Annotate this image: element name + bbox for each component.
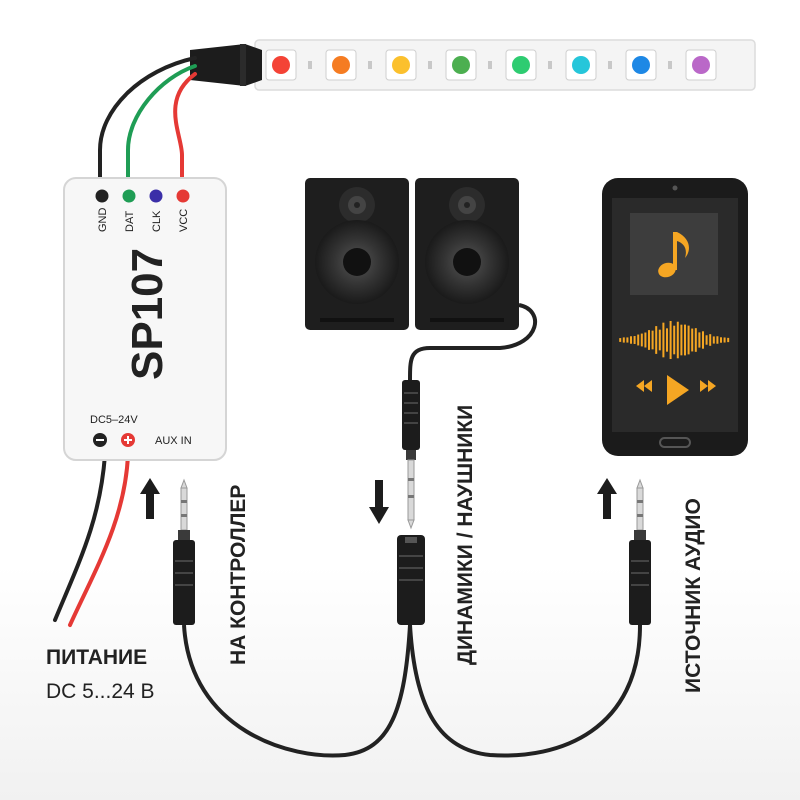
speaker-left: [305, 178, 409, 330]
power-title: ПИТАНИЕ: [46, 646, 147, 669]
source-plug: [629, 478, 651, 625]
sp107-controller: GND DAT CLK VCC SP107 DC5–24V AUX IN: [63, 177, 227, 461]
waveform-bar: [687, 325, 690, 355]
waveform-bar: [644, 332, 647, 348]
led-4: [445, 49, 477, 81]
audio-source-label: ИСТОЧНИК АУДИО: [682, 498, 705, 693]
power-input-label: DC5–24V: [90, 414, 138, 426]
waveform-bar: [691, 328, 694, 352]
waveform-bar: [630, 336, 632, 344]
waveform-bar: [651, 330, 654, 350]
waveform-bar: [666, 328, 668, 352]
waveform-bar: [626, 337, 629, 343]
pin-label: CLK: [151, 210, 163, 232]
led-2: [325, 49, 357, 81]
rewind-icon: [636, 380, 652, 392]
led-strip: [254, 39, 756, 91]
arrow-up-icon: [597, 478, 617, 519]
speaker-plug: [402, 380, 420, 530]
controller-plug: [173, 478, 195, 625]
arrow-up-icon: [140, 478, 160, 519]
waveform-bar: [658, 329, 661, 351]
waveform-bar: [727, 337, 730, 343]
pin-clk: CLK: [149, 189, 163, 232]
led-6: [565, 49, 597, 81]
fast-forward-icon: [700, 380, 716, 392]
strip-resistor: [428, 61, 432, 69]
minus-icon: [93, 433, 107, 447]
power-wires: [53, 453, 130, 627]
pin-label: DAT: [124, 211, 136, 232]
waveform-bar: [712, 336, 715, 344]
strip-wires: [98, 56, 197, 182]
pin-label: GND: [97, 208, 109, 233]
strip-resistor: [368, 61, 372, 69]
waveform-bar: [662, 322, 665, 358]
waveform-bar: [705, 335, 708, 345]
strip-resistor: [608, 61, 612, 69]
aux-in-label: AUX IN: [155, 435, 192, 447]
waveform-icon: [619, 320, 730, 360]
pin-dat: DAT: [122, 189, 136, 232]
smartphone: [602, 178, 748, 456]
waveform-bar: [698, 332, 701, 348]
plus-icon: [121, 433, 135, 447]
speaker-cable: [408, 303, 537, 381]
waveform-bar: [655, 326, 658, 354]
strip-connector: [190, 44, 262, 86]
speaker-right: [415, 178, 519, 330]
strip-resistor: [488, 61, 492, 69]
waveform-bar: [673, 325, 676, 355]
play-icon: [667, 375, 689, 405]
arrow-down-icon: [369, 480, 389, 524]
led-3: [385, 49, 417, 81]
music-note-icon: [658, 232, 689, 278]
waveform-bar: [619, 338, 622, 342]
waveform-bar: [702, 331, 704, 349]
waveform-bar: [637, 334, 640, 346]
waveform-bar: [676, 321, 679, 359]
waveform-bar: [640, 333, 643, 347]
waveform-bar: [684, 324, 686, 356]
waveform-bar: [694, 328, 697, 352]
led-8: [685, 49, 717, 81]
power-red-wire: [68, 453, 130, 627]
power-black-wire: [53, 453, 107, 622]
waveform-bar: [622, 337, 625, 343]
splitter-jack: [397, 535, 425, 625]
led-1: [265, 49, 297, 81]
waveform-bar: [680, 324, 683, 356]
power-voltage: DC 5...24 В: [46, 680, 155, 703]
led-7: [625, 49, 657, 81]
pin-label: VCC: [178, 209, 190, 232]
waveform-bar: [723, 337, 726, 343]
waveform-bar: [709, 334, 712, 346]
dat-wire: [126, 64, 197, 182]
vcc-wire: [173, 72, 197, 182]
waveform-bar: [716, 336, 719, 344]
strip-resistor: [548, 61, 552, 69]
speakers-label: ДИНАМИКИ / НАУШНИКИ: [454, 405, 477, 665]
audio-cable: [182, 624, 642, 758]
pin-gnd: GND: [95, 189, 109, 233]
waveform-bar: [720, 337, 722, 343]
pin-vcc: VCC: [176, 189, 190, 232]
waveform-bar: [648, 330, 650, 350]
controller-model: SP107: [123, 248, 172, 380]
strip-resistor: [668, 61, 672, 69]
gnd-wire: [98, 56, 197, 182]
to-controller-label: НА КОНТРОЛЛЕР: [227, 485, 250, 665]
strip-resistor: [308, 61, 312, 69]
waveform-bar: [633, 336, 636, 344]
led-5: [505, 49, 537, 81]
waveform-bar: [669, 320, 672, 360]
